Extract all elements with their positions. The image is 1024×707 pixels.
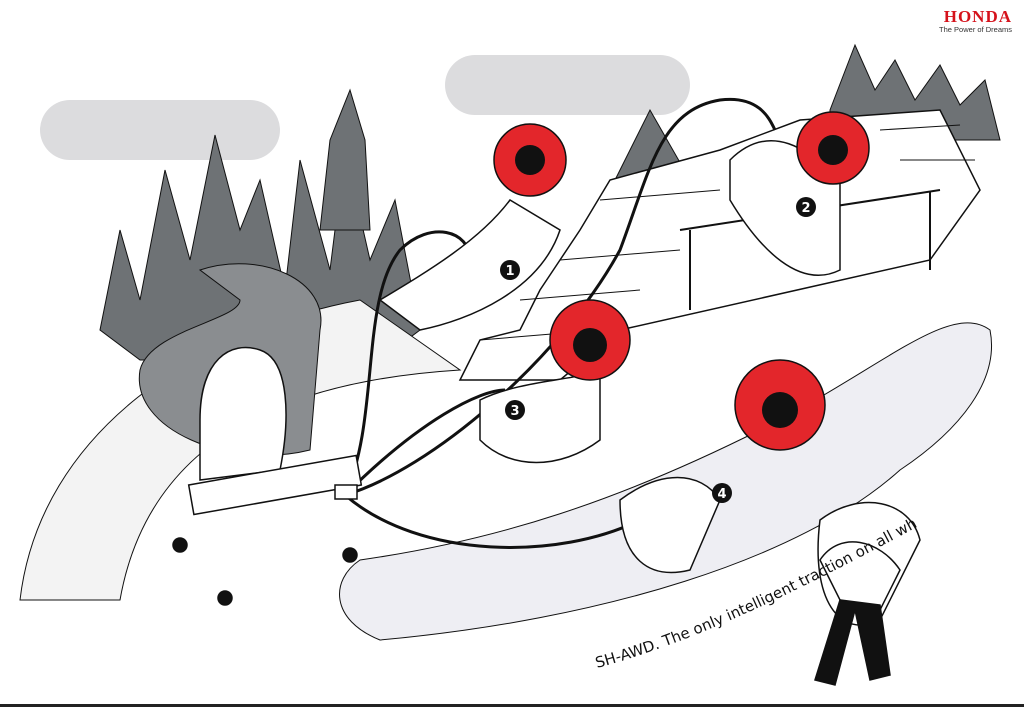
sphere-4 [734, 359, 826, 451]
road [19, 299, 462, 601]
tower [319, 88, 371, 231]
leaning-man [814, 541, 901, 686]
svg-text:2: 2 [801, 201, 810, 216]
svg-text:4: 4 [717, 487, 726, 502]
marker-4: 4 [712, 483, 732, 503]
cloud-right [445, 55, 690, 115]
svg-text:1: 1 [505, 264, 514, 279]
svg-text:3: 3 [510, 404, 519, 419]
honda-logo: HONDA The Power of Dreams [939, 8, 1012, 35]
marker-1: 1 [500, 260, 520, 280]
cloud-left [40, 100, 280, 160]
brand-name: HONDA [943, 7, 1012, 26]
marker-2: 2 [796, 197, 816, 217]
sphere-1 [493, 123, 567, 197]
brand-slogan: The Power of Dreams [939, 25, 1012, 34]
seated-figure [172, 346, 363, 606]
sphere-2 [796, 111, 870, 185]
bottom-rule [0, 704, 1024, 707]
marker-3: 3 [505, 400, 525, 420]
sphere-3 [549, 299, 631, 381]
